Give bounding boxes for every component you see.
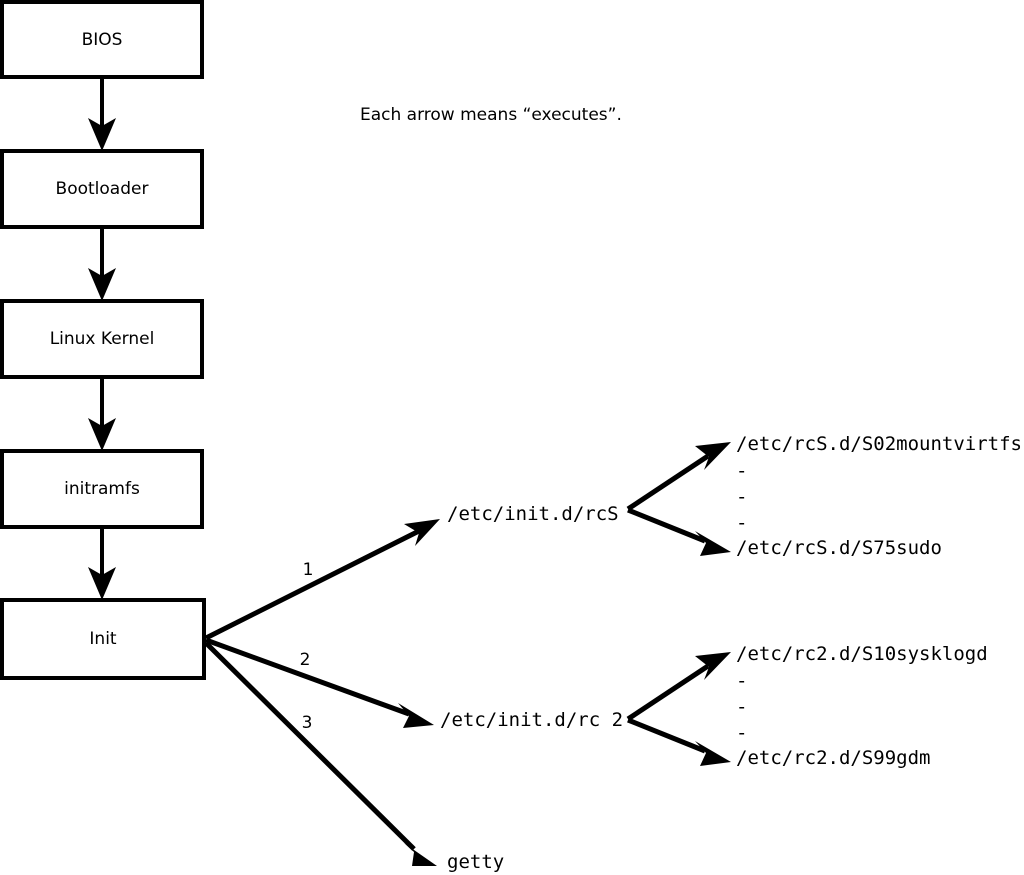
node-init: Init bbox=[0, 598, 206, 680]
node-initramfs: initramfs bbox=[0, 449, 204, 529]
label-init-d-rc2: /etc/init.d/rc 2 bbox=[440, 709, 623, 731]
rcs-ellipsis-dash-2: - bbox=[736, 486, 747, 508]
node-bios: BIOS bbox=[0, 0, 204, 79]
edge-number-1: 1 bbox=[303, 560, 314, 580]
edge-number-2: 2 bbox=[300, 650, 311, 670]
node-bootloader: Bootloader bbox=[0, 149, 204, 229]
arrow-rc2-to-last-child bbox=[627, 717, 731, 766]
arrow-head-branch-2 bbox=[398, 703, 434, 728]
arrow-head-branch-1 bbox=[404, 519, 440, 546]
arrow-rc2-to-first-child bbox=[626, 652, 731, 722]
edge-number-3: 3 bbox=[302, 713, 313, 733]
arrow-rcs-to-last-child bbox=[627, 507, 731, 556]
box-init-rect bbox=[0, 598, 206, 680]
rcs-ellipsis-dash-3: - bbox=[736, 512, 747, 534]
rcs-ellipsis-dash-1: - bbox=[736, 460, 747, 482]
arrow-head-rcs-last bbox=[695, 531, 731, 556]
label-rc2-child-last: /etc/rc2.d/S99gdm bbox=[736, 747, 930, 769]
label-rcs-child-last: /etc/rcS.d/S75sudo bbox=[736, 537, 942, 559]
arrow-head-initramfs-init bbox=[88, 567, 116, 600]
box-bios-rect bbox=[0, 0, 204, 79]
arrow-bios-to-bootloader bbox=[88, 77, 116, 151]
box-bios-label: BIOS bbox=[82, 30, 123, 50]
rc2-ellipsis-dash-1: - bbox=[736, 670, 747, 692]
arrow-head-bootloader-kernel bbox=[88, 268, 116, 301]
label-rcs-child-first: /etc/rcS.d/S02mountvirtfs bbox=[736, 433, 1022, 455]
arrow-head-bios-bootloader bbox=[88, 118, 116, 151]
box-kernel-label: Linux Kernel bbox=[50, 329, 155, 349]
rc2-ellipsis-dash-2: - bbox=[736, 696, 747, 718]
arrow-head-rc2-last bbox=[695, 741, 731, 766]
arrow-initramfs-to-init bbox=[88, 527, 116, 600]
arrow-head-kernel-initramfs bbox=[88, 418, 116, 451]
arrow-init-branch-2 bbox=[205, 637, 434, 728]
arrow-bootloader-to-kernel bbox=[88, 227, 116, 301]
arrow-head-branch-3 bbox=[404, 843, 437, 866]
diagram-caption: Each arrow means “executes”. bbox=[360, 105, 622, 125]
label-init-d-rcs: /etc/init.d/rcS bbox=[447, 503, 619, 525]
arrow-head-rc2-first bbox=[695, 652, 731, 680]
arrow-kernel-to-initramfs bbox=[88, 377, 116, 451]
label-getty: getty bbox=[447, 851, 504, 873]
rc2-ellipsis-dash-3: - bbox=[736, 722, 747, 744]
box-initramfs-rect bbox=[0, 449, 204, 529]
box-initramfs-label: initramfs bbox=[64, 479, 140, 499]
label-rc2-child-first: /etc/rc2.d/S10sysklogd bbox=[736, 643, 988, 665]
box-bootloader-label: Bootloader bbox=[56, 179, 149, 199]
node-kernel: Linux Kernel bbox=[0, 299, 204, 379]
arrow-head-rcs-first bbox=[695, 442, 731, 470]
box-init-label: Init bbox=[89, 629, 117, 649]
arrow-init-branch-3 bbox=[204, 641, 437, 866]
arrow-init-branch-1 bbox=[204, 519, 440, 641]
arrow-rcs-to-first-child bbox=[626, 442, 731, 512]
